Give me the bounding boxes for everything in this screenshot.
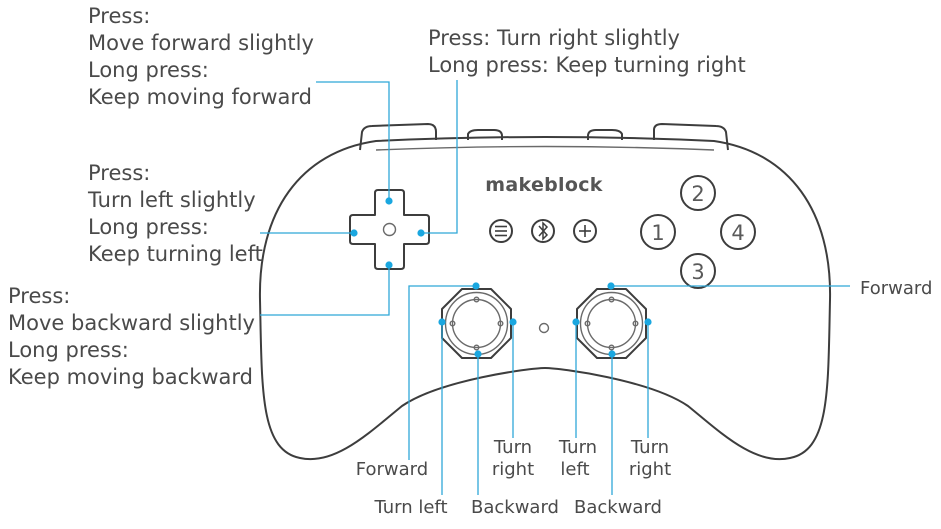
label-right-turnright-2: right [629, 459, 671, 480]
dot-left-backward [474, 350, 482, 358]
dot-right-turnright [644, 318, 652, 326]
label-left-turnleft: Turn left [373, 497, 447, 518]
svg-text:4: 4 [731, 221, 744, 245]
svg-text:Press:: Press: [88, 4, 150, 28]
left-bumper [359, 123, 437, 151]
dot-right-forward [607, 282, 615, 290]
face-button-2[interactable]: 2 [680, 175, 716, 211]
svg-text:Keep moving backward: Keep moving backward [8, 365, 253, 389]
face-button-4[interactable]: 4 [720, 214, 756, 250]
label-left-turnright-1: Turn [493, 437, 532, 458]
label-right-turnleft-1: Turn [558, 437, 597, 458]
label-right-turnright-1: Turn [630, 437, 669, 458]
svg-text:Move forward slightly: Move forward slightly [88, 31, 314, 55]
svg-text:Long press:: Long press: [88, 58, 209, 82]
dot-left-forward [472, 282, 480, 290]
svg-text:2: 2 [691, 182, 704, 206]
face-button-1[interactable]: 1 [640, 214, 676, 250]
dot-dpad-down [385, 261, 393, 269]
dpad-center [382, 222, 397, 237]
label-left-turnright-2: right [492, 459, 534, 480]
dot-left-turnleft [438, 318, 446, 326]
dot-dpad-right [417, 229, 425, 237]
leader-left-forward [408, 285, 476, 460]
dot-right-backward [608, 350, 616, 358]
svg-text:Press:: Press: [88, 161, 150, 185]
leader-dpad-up [316, 81, 390, 201]
svg-text:Long press:: Long press: [8, 338, 129, 362]
leader-dpad-down [260, 265, 390, 316]
menu-button[interactable] [489, 219, 513, 243]
dot-dpad-left [350, 229, 358, 237]
bluetooth-icon [538, 221, 549, 241]
label-right-turnleft-2: left [560, 459, 589, 480]
callout-dpad-left: Press: Turn left slightly Long press: Ke… [87, 161, 263, 266]
top-contour [375, 145, 715, 151]
svg-text:Keep turning left: Keep turning left [88, 242, 263, 266]
svg-text:Press:: Press: [8, 284, 70, 308]
right-joystick[interactable] [576, 288, 647, 359]
dpad[interactable] [349, 189, 430, 270]
svg-text:3: 3 [691, 260, 704, 284]
dot-dpad-up [385, 197, 393, 205]
plus-button[interactable] [573, 219, 597, 243]
svg-text:1: 1 [651, 221, 664, 245]
svg-text:Press: Turn right slightly: Press: Turn right slightly [428, 26, 680, 50]
plus-icon [579, 225, 591, 237]
right-bumper [653, 123, 729, 151]
leader-dpad-right [421, 80, 458, 234]
svg-text:Long press: Keep turning right: Long press: Keep turning right [428, 53, 746, 77]
label-left-forward: Forward [356, 459, 428, 480]
bluetooth-button[interactable] [531, 219, 555, 243]
top-left-button [467, 129, 503, 140]
callout-dpad-down: Press: Move backward slightly Long press… [8, 284, 255, 389]
dot-left-turnright [509, 318, 517, 326]
brand-logo: makeblock [485, 174, 602, 196]
left-joystick[interactable] [441, 288, 512, 359]
label-right-backward: Backward [574, 497, 662, 518]
svg-text:Keep moving forward: Keep moving forward [88, 85, 312, 109]
label-right-forward: Forward [860, 278, 932, 299]
dot-right-turnleft [572, 318, 580, 326]
svg-text:Move backward slightly: Move backward slightly [8, 311, 255, 335]
callout-dpad-up: Press: Move forward slightly Long press:… [88, 4, 314, 109]
label-left-backward: Backward [471, 497, 559, 518]
menu-icon [495, 225, 507, 237]
face-button-3[interactable]: 3 [680, 253, 716, 289]
svg-text:Long press:: Long press: [88, 215, 209, 239]
callout-dpad-right: Press: Turn right slightly Long press: K… [428, 26, 746, 77]
top-right-button [587, 129, 623, 140]
svg-text:Turn left slightly: Turn left slightly [87, 188, 256, 212]
indicator-light [538, 322, 550, 334]
